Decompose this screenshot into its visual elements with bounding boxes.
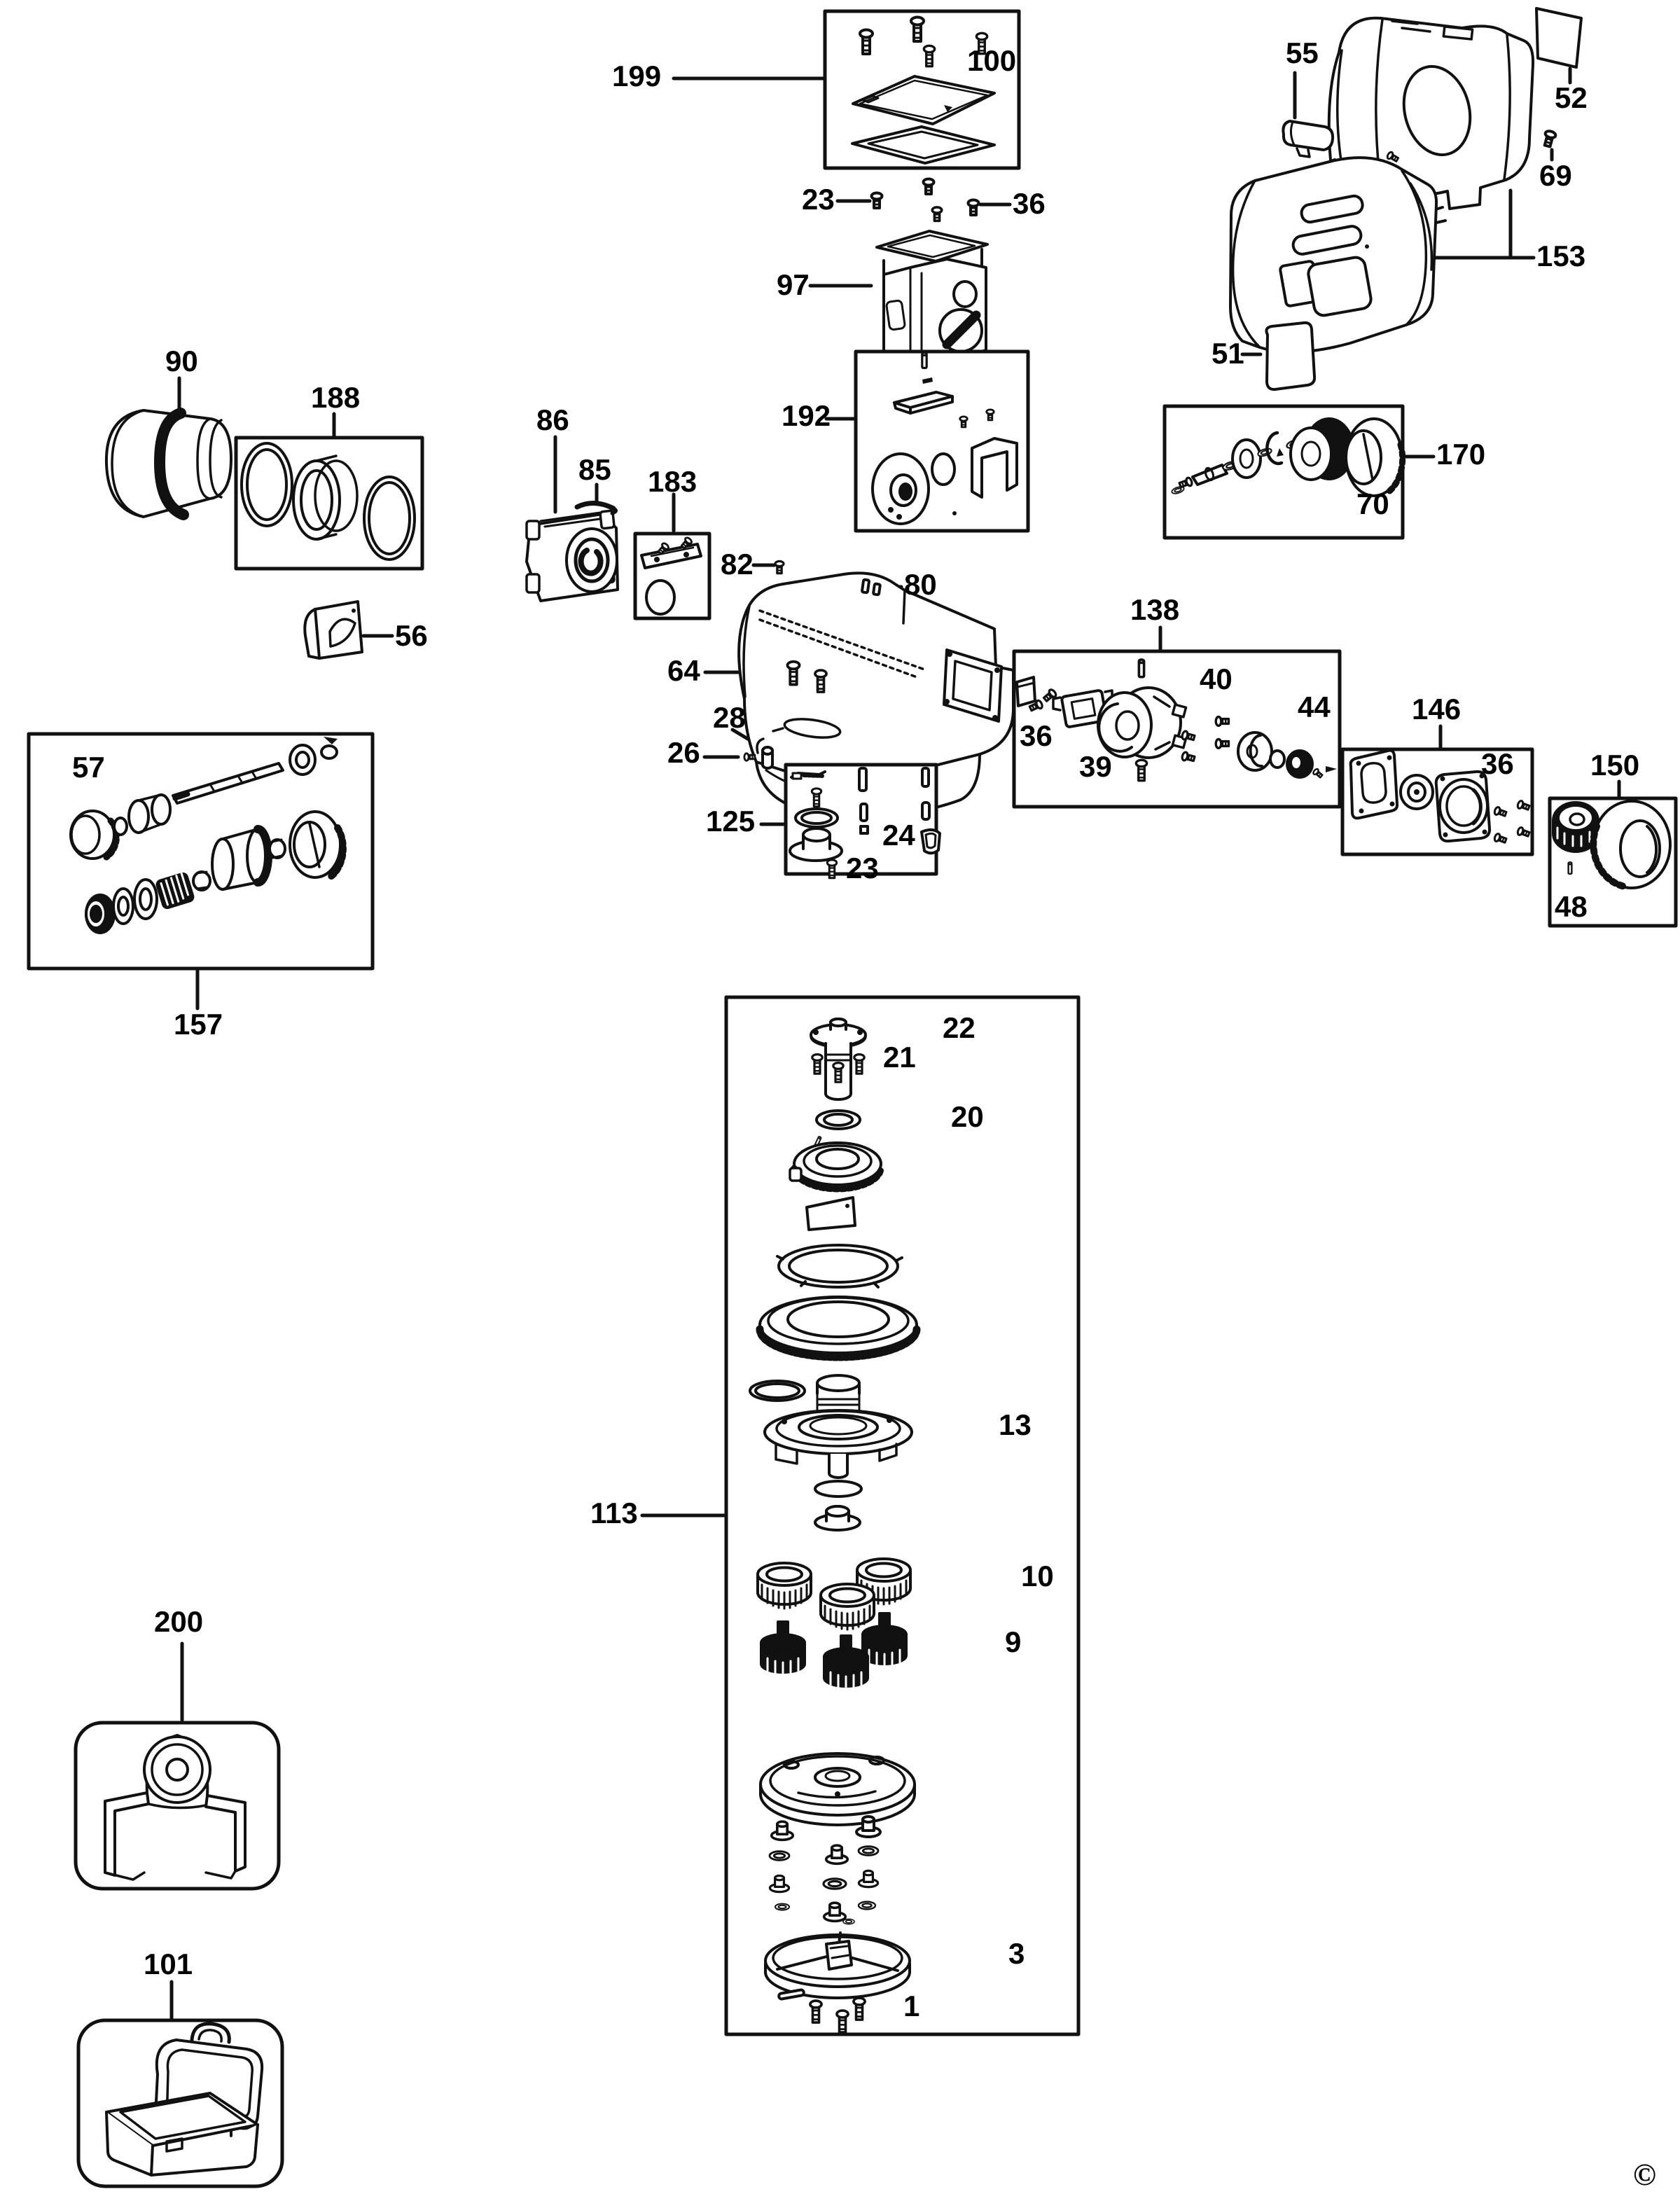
part-label-1: 1 xyxy=(903,1990,920,2022)
part-label-70: 70 xyxy=(1356,487,1389,520)
box-200-bracket xyxy=(74,1721,281,1891)
part-label-23a: 23 xyxy=(802,183,835,216)
part-label-125: 125 xyxy=(706,805,756,838)
copyright-symbol: © xyxy=(1633,2158,1656,2192)
part-label-90: 90 xyxy=(165,345,198,377)
part-85-spring-clip xyxy=(574,501,618,515)
part-label-40: 40 xyxy=(1200,662,1233,695)
part-51-label-panel xyxy=(1265,321,1317,391)
part-label-188: 188 xyxy=(311,381,361,414)
part-label-36b: 36 xyxy=(1020,719,1053,752)
part-label-36a: 36 xyxy=(1013,187,1046,220)
part-label-101: 101 xyxy=(144,1947,193,1980)
part-label-69: 69 xyxy=(1539,159,1572,192)
part-153-motor-cover xyxy=(1229,156,1438,367)
part-label-64: 64 xyxy=(667,654,700,687)
part-label-82: 82 xyxy=(721,548,754,581)
part-label-146: 146 xyxy=(1412,693,1462,725)
box-170-clutch-assembly xyxy=(1162,404,1406,540)
part-label-22: 22 xyxy=(943,1011,976,1044)
part-label-48: 48 xyxy=(1555,890,1588,923)
part-label-183: 183 xyxy=(648,465,697,498)
part-label-85: 85 xyxy=(578,453,611,486)
box-192-laser-mount-kit xyxy=(854,349,1030,533)
box-157-spindle-assembly xyxy=(27,732,375,971)
part-label-113: 113 xyxy=(590,1497,638,1529)
part-label-20: 20 xyxy=(951,1100,984,1133)
part-label-157: 157 xyxy=(174,1008,223,1041)
part-23-screw xyxy=(870,177,936,209)
part-label-138: 138 xyxy=(1130,593,1180,626)
part-label-56: 56 xyxy=(395,619,428,652)
part-label-170: 170 xyxy=(1436,438,1486,471)
part-label-28: 28 xyxy=(713,701,746,734)
part-label-21: 21 xyxy=(883,1041,916,1074)
part-label-97: 97 xyxy=(777,268,810,301)
box-199-cover-kit xyxy=(823,9,1021,170)
part-label-100: 100 xyxy=(967,44,1017,77)
part-28-pin xyxy=(761,746,774,770)
part-label-55: 55 xyxy=(1286,36,1319,69)
part-label-57: 57 xyxy=(72,751,105,784)
box-113-platen-assembly xyxy=(724,995,1081,2036)
part-main-housing xyxy=(737,571,1015,818)
leader-153 xyxy=(1415,188,1536,260)
part-label-24: 24 xyxy=(882,819,915,852)
box-150-gear-knob-kit xyxy=(1548,796,1678,928)
box-125-hardware-kit xyxy=(784,763,941,880)
box-138-pump-assembly xyxy=(1012,649,1342,809)
part-56-clip xyxy=(303,600,363,660)
part-86-gear-housing xyxy=(525,509,619,602)
part-label-39: 39 xyxy=(1079,750,1112,783)
part-label-36c: 36 xyxy=(1481,747,1514,780)
part-label-3: 3 xyxy=(1008,1937,1025,1970)
part-label-199: 199 xyxy=(612,60,662,92)
part-69-screw xyxy=(1541,128,1558,149)
part-label-23b: 23 xyxy=(846,852,879,884)
part-label-86: 86 xyxy=(536,403,569,436)
part-label-9: 9 xyxy=(1005,1625,1022,1658)
part-label-51: 51 xyxy=(1212,337,1244,370)
part-label-80: 80 xyxy=(904,568,937,601)
box-188-seal-kit xyxy=(234,436,424,571)
part-label-200: 200 xyxy=(154,1605,204,1638)
part-label-13: 13 xyxy=(999,1408,1032,1441)
part-52-label-panel xyxy=(1535,7,1583,69)
part-label-192: 192 xyxy=(782,399,831,432)
part-82-screw xyxy=(774,560,785,575)
box-183-brush-kit xyxy=(633,532,711,620)
box-101-kitbox xyxy=(76,2018,284,2188)
part-label-153: 153 xyxy=(1536,239,1586,272)
part-26-screw xyxy=(743,752,756,762)
part-90-sleeve xyxy=(104,408,232,520)
part-label-10: 10 xyxy=(1021,1560,1054,1592)
part-label-44: 44 xyxy=(1298,690,1331,723)
part-97-laser-unit xyxy=(875,230,989,363)
part-36-screw xyxy=(931,198,980,223)
part-55-button xyxy=(1282,120,1335,158)
part-label-150: 150 xyxy=(1590,749,1640,782)
box-146-flange-kit xyxy=(1340,747,1534,856)
part-80-pins xyxy=(861,578,882,597)
part-label-26: 26 xyxy=(667,736,700,769)
part-label-52: 52 xyxy=(1555,81,1588,114)
